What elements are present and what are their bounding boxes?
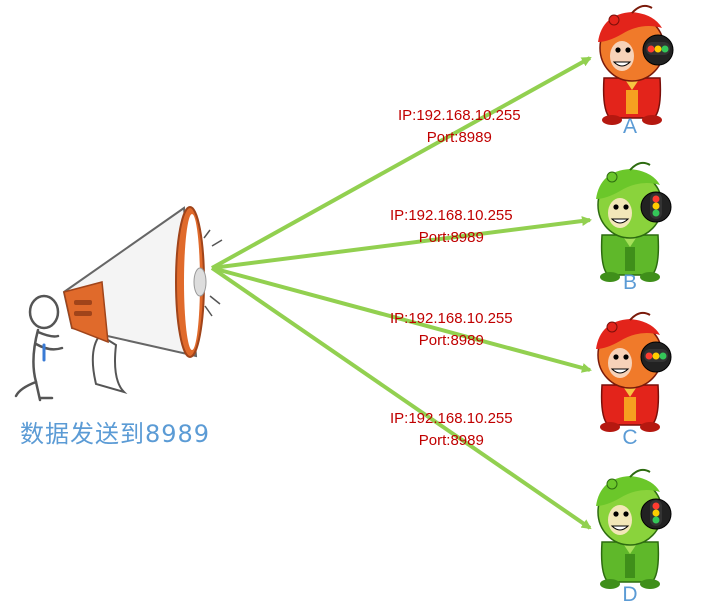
receiver-b-mascot-icon: [595, 161, 672, 283]
sender-caption: 数据发送到8989: [20, 420, 211, 448]
arrow-to-b: [211, 216, 592, 270]
person-with-megaphone-icon: [14, 206, 223, 402]
label-b-port: Port:8989: [418, 229, 484, 246]
receiver-a-label: A: [622, 115, 637, 138]
label-d-ip: IP:192.168.10.255: [390, 410, 513, 427]
label-a-port: Port:8989: [426, 129, 492, 146]
label-d-port: Port:8989: [418, 432, 484, 449]
label-c-port: Port:8989: [418, 332, 484, 349]
label-a-ip: IP:192.168.10.255: [398, 107, 521, 124]
arrow-to-c: [211, 266, 592, 373]
arrows: [210, 56, 592, 530]
receiver-b-label: B: [622, 271, 637, 294]
receiver-c-mascot-icon: [595, 311, 672, 433]
receiver-c-label: C: [622, 426, 638, 449]
arrow-to-d: [210, 266, 592, 530]
label-b: IP:192.168.10.255 Port:8989: [390, 205, 513, 249]
label-b-ip: IP:192.168.10.255: [390, 207, 513, 224]
arrow-to-a: [211, 56, 592, 270]
receiver-d-label: D: [622, 583, 638, 606]
label-c: IP:192.168.10.255 Port:8989: [390, 308, 513, 352]
receiver-d-mascot-icon: [595, 468, 672, 590]
megaphone-icon: [62, 206, 223, 395]
receiver-a-mascot-icon: [597, 4, 674, 126]
label-d: IP:192.168.10.255 Port:8989: [390, 408, 513, 452]
stick-figure-icon: [14, 294, 64, 402]
label-a: IP:192.168.10.255 Port:8989: [398, 105, 521, 149]
label-c-ip: IP:192.168.10.255: [390, 310, 513, 327]
